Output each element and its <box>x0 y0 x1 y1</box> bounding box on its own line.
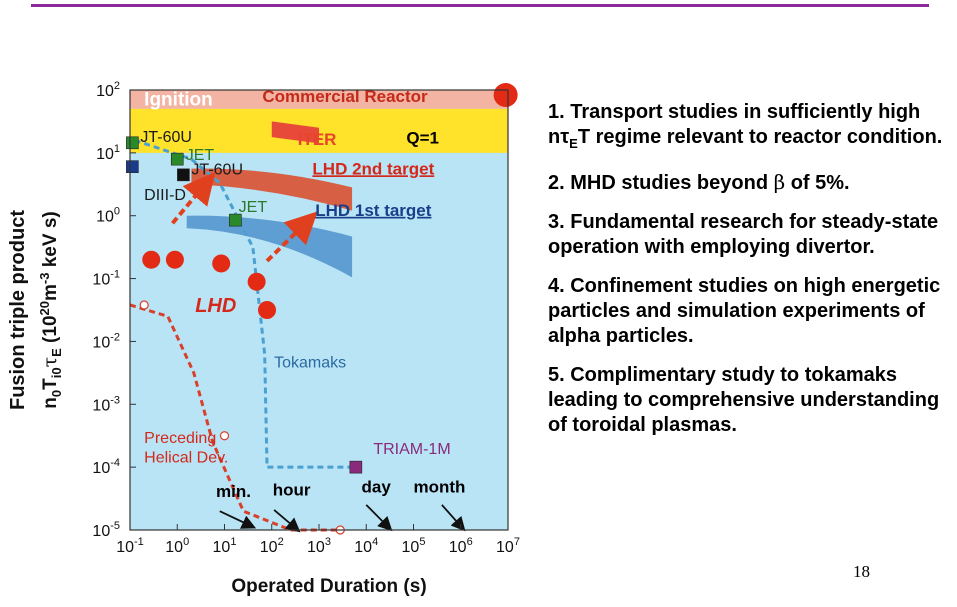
device-marker-jet <box>229 213 242 227</box>
x-tick-label: 100 <box>165 536 189 556</box>
helical-open-point <box>219 431 230 441</box>
goal-item: 4. Confinement studies on high energetic… <box>548 275 941 347</box>
chart-label: LHD 2nd target <box>312 159 434 178</box>
timescale-arrow <box>219 510 257 529</box>
plot-background-layer: Ignition <box>130 89 508 530</box>
iter-block <box>271 121 319 144</box>
timescale-arrow <box>441 504 466 532</box>
device-marker-diii-d <box>126 160 139 173</box>
goal-item: 2. MHD studies beyond β of 5%. <box>548 170 850 194</box>
goal-item: 3. Fundamental research for steady-state… <box>548 211 939 258</box>
lhd-point <box>165 250 184 269</box>
y-tick-label: 102 <box>96 80 120 100</box>
chart-label: JET <box>239 199 268 216</box>
device-marker-jt-60u <box>126 136 139 150</box>
helical-curve <box>129 303 341 532</box>
y-tick-label: 101 <box>96 143 120 163</box>
y-axis-label-line1: Fusion triple product <box>7 210 29 410</box>
y-tick-label: 10-4 <box>92 457 120 477</box>
chart-label: Preceding <box>144 430 216 447</box>
top-rule <box>31 4 929 7</box>
band-lhd-2nd-target <box>191 168 353 211</box>
x-tick-label: 103 <box>307 536 331 556</box>
device-marker-triam-1m <box>349 460 363 474</box>
y-tick-label: 10-1 <box>92 269 120 289</box>
lhd-point <box>247 272 266 291</box>
y-tick-label: 10-2 <box>92 331 120 351</box>
y-tick-label: 10-5 <box>92 520 120 540</box>
y-tick-label: 10-3 <box>92 394 120 414</box>
chart-label: TRIAM-1M <box>373 441 450 458</box>
chart-label: Tokamaks <box>274 355 346 372</box>
timescale-arrow <box>365 504 393 532</box>
ignition-label: Ignition <box>144 89 213 110</box>
x-tick-label: 101 <box>213 536 237 556</box>
chart-label: JT-60U <box>140 129 192 146</box>
x-tick-label: 102 <box>260 536 284 556</box>
chart-label: min. <box>216 482 251 501</box>
timescale-arrow <box>273 509 301 533</box>
chart-label: LHD <box>195 295 236 317</box>
x-axis-label: Operated Duration (s) <box>231 576 426 597</box>
device-marker-jet <box>170 152 184 166</box>
lhd-point <box>142 250 161 269</box>
chart-label: ITER <box>298 130 337 149</box>
goal-item: 5. Complimentary study to tokamaks leadi… <box>548 364 940 436</box>
x-tick-label: 105 <box>402 536 426 556</box>
chart-label: Helical Dev. <box>144 450 228 467</box>
chart-label: day <box>362 477 392 496</box>
x-tick-label: 107 <box>496 536 520 556</box>
chart-label: JT-60U <box>191 162 243 179</box>
chart-label: Commercial Reactor <box>262 87 428 106</box>
lhd-point <box>212 254 231 273</box>
chart-label: LHD 1st target <box>315 201 432 220</box>
x-tick-label: 10-1 <box>116 536 144 556</box>
y-axis-label-line2: n0Ti0τE (1020m-3 keV s) <box>37 211 64 408</box>
page-number: 18 <box>853 562 870 581</box>
chart-label: hour <box>273 481 311 500</box>
commercial-reactor-point <box>493 83 518 108</box>
device-marker-jt-60u <box>177 168 190 182</box>
x-tick-label: 104 <box>354 536 378 556</box>
research-goals-list: 1. Transport studies in sufficiently hig… <box>548 100 953 452</box>
y-tick-label: 100 <box>96 206 120 226</box>
lhd-progress-arrow <box>170 171 216 225</box>
x-tick-label: 106 <box>449 536 473 556</box>
marks-layer <box>126 83 518 474</box>
axes-layer: 10-1 100 101 102 103 104 105 106 107 102 101 100 10-… <box>7 80 520 597</box>
curves-layer <box>129 138 466 535</box>
helical-open-point <box>139 300 149 310</box>
chart-label: JET <box>186 147 215 164</box>
plot-area <box>130 90 508 530</box>
region-ignition <box>130 90 508 109</box>
chart-label: Q=1 <box>406 129 439 148</box>
goal-item: 1. Transport studies in sufficiently hig… <box>548 101 943 151</box>
chart-label: month <box>414 477 466 496</box>
lhd-point <box>258 301 277 319</box>
chart-label: DIII-D <box>144 187 186 204</box>
